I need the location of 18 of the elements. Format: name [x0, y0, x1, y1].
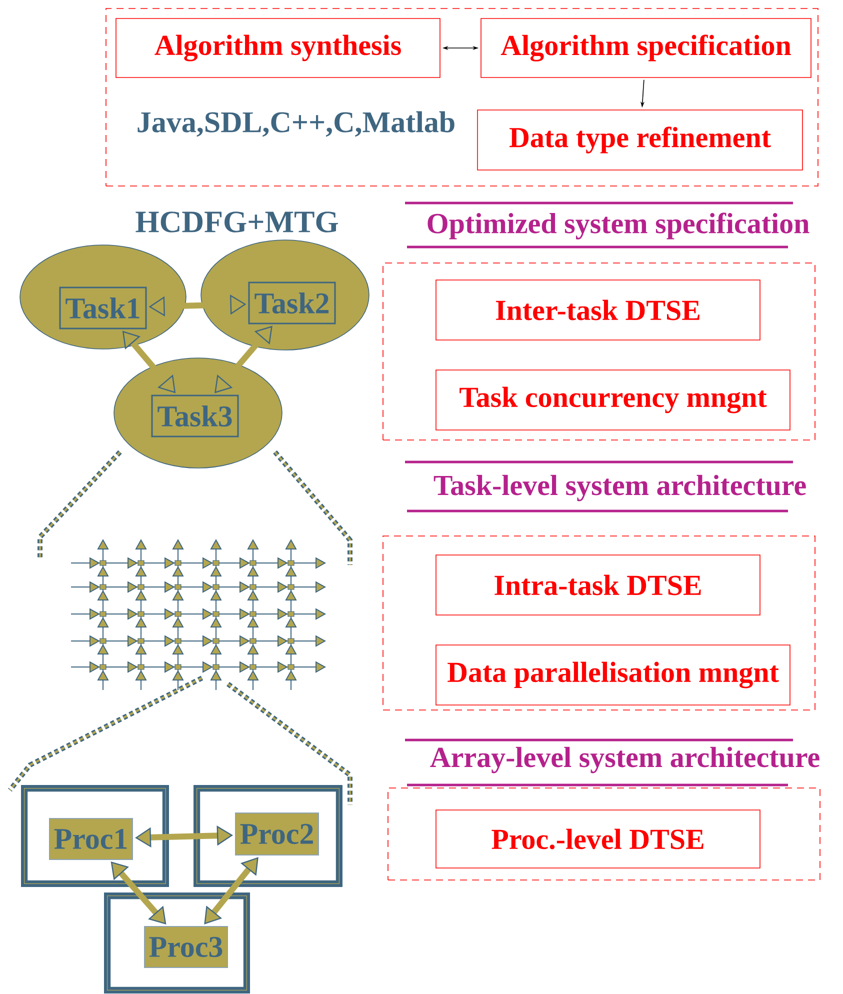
stage-heading: Task-level system architecture [434, 474, 806, 502]
step-box: Task concurrency mngnt [436, 370, 790, 430]
step-box: Algorithm synthesis [116, 18, 440, 78]
step-box: Algorithm specification [480, 18, 812, 78]
processor-box: Proc2 [235, 812, 319, 856]
step-box: Data type refinement [477, 110, 803, 170]
language-list: Java,SDL,C++,C,Matlab [138, 111, 454, 137]
step-box: Intra-task DTSE [436, 554, 760, 616]
diagram-heading: HCDFG+MTG [136, 212, 338, 232]
processor-box: Proc3 [144, 926, 228, 968]
step-box: Inter-task DTSE [436, 280, 760, 340]
arrow [204, 857, 258, 924]
arrow [110, 862, 166, 924]
step-box: Proc.-level DTSE [436, 810, 760, 868]
step-box: Data parallelisation mngnt [436, 644, 790, 706]
stage-heading: Optimized system specification [428, 212, 810, 240]
stage-heading: Array-level system architecture [430, 746, 820, 774]
processor-box: Proc1 [49, 818, 133, 860]
